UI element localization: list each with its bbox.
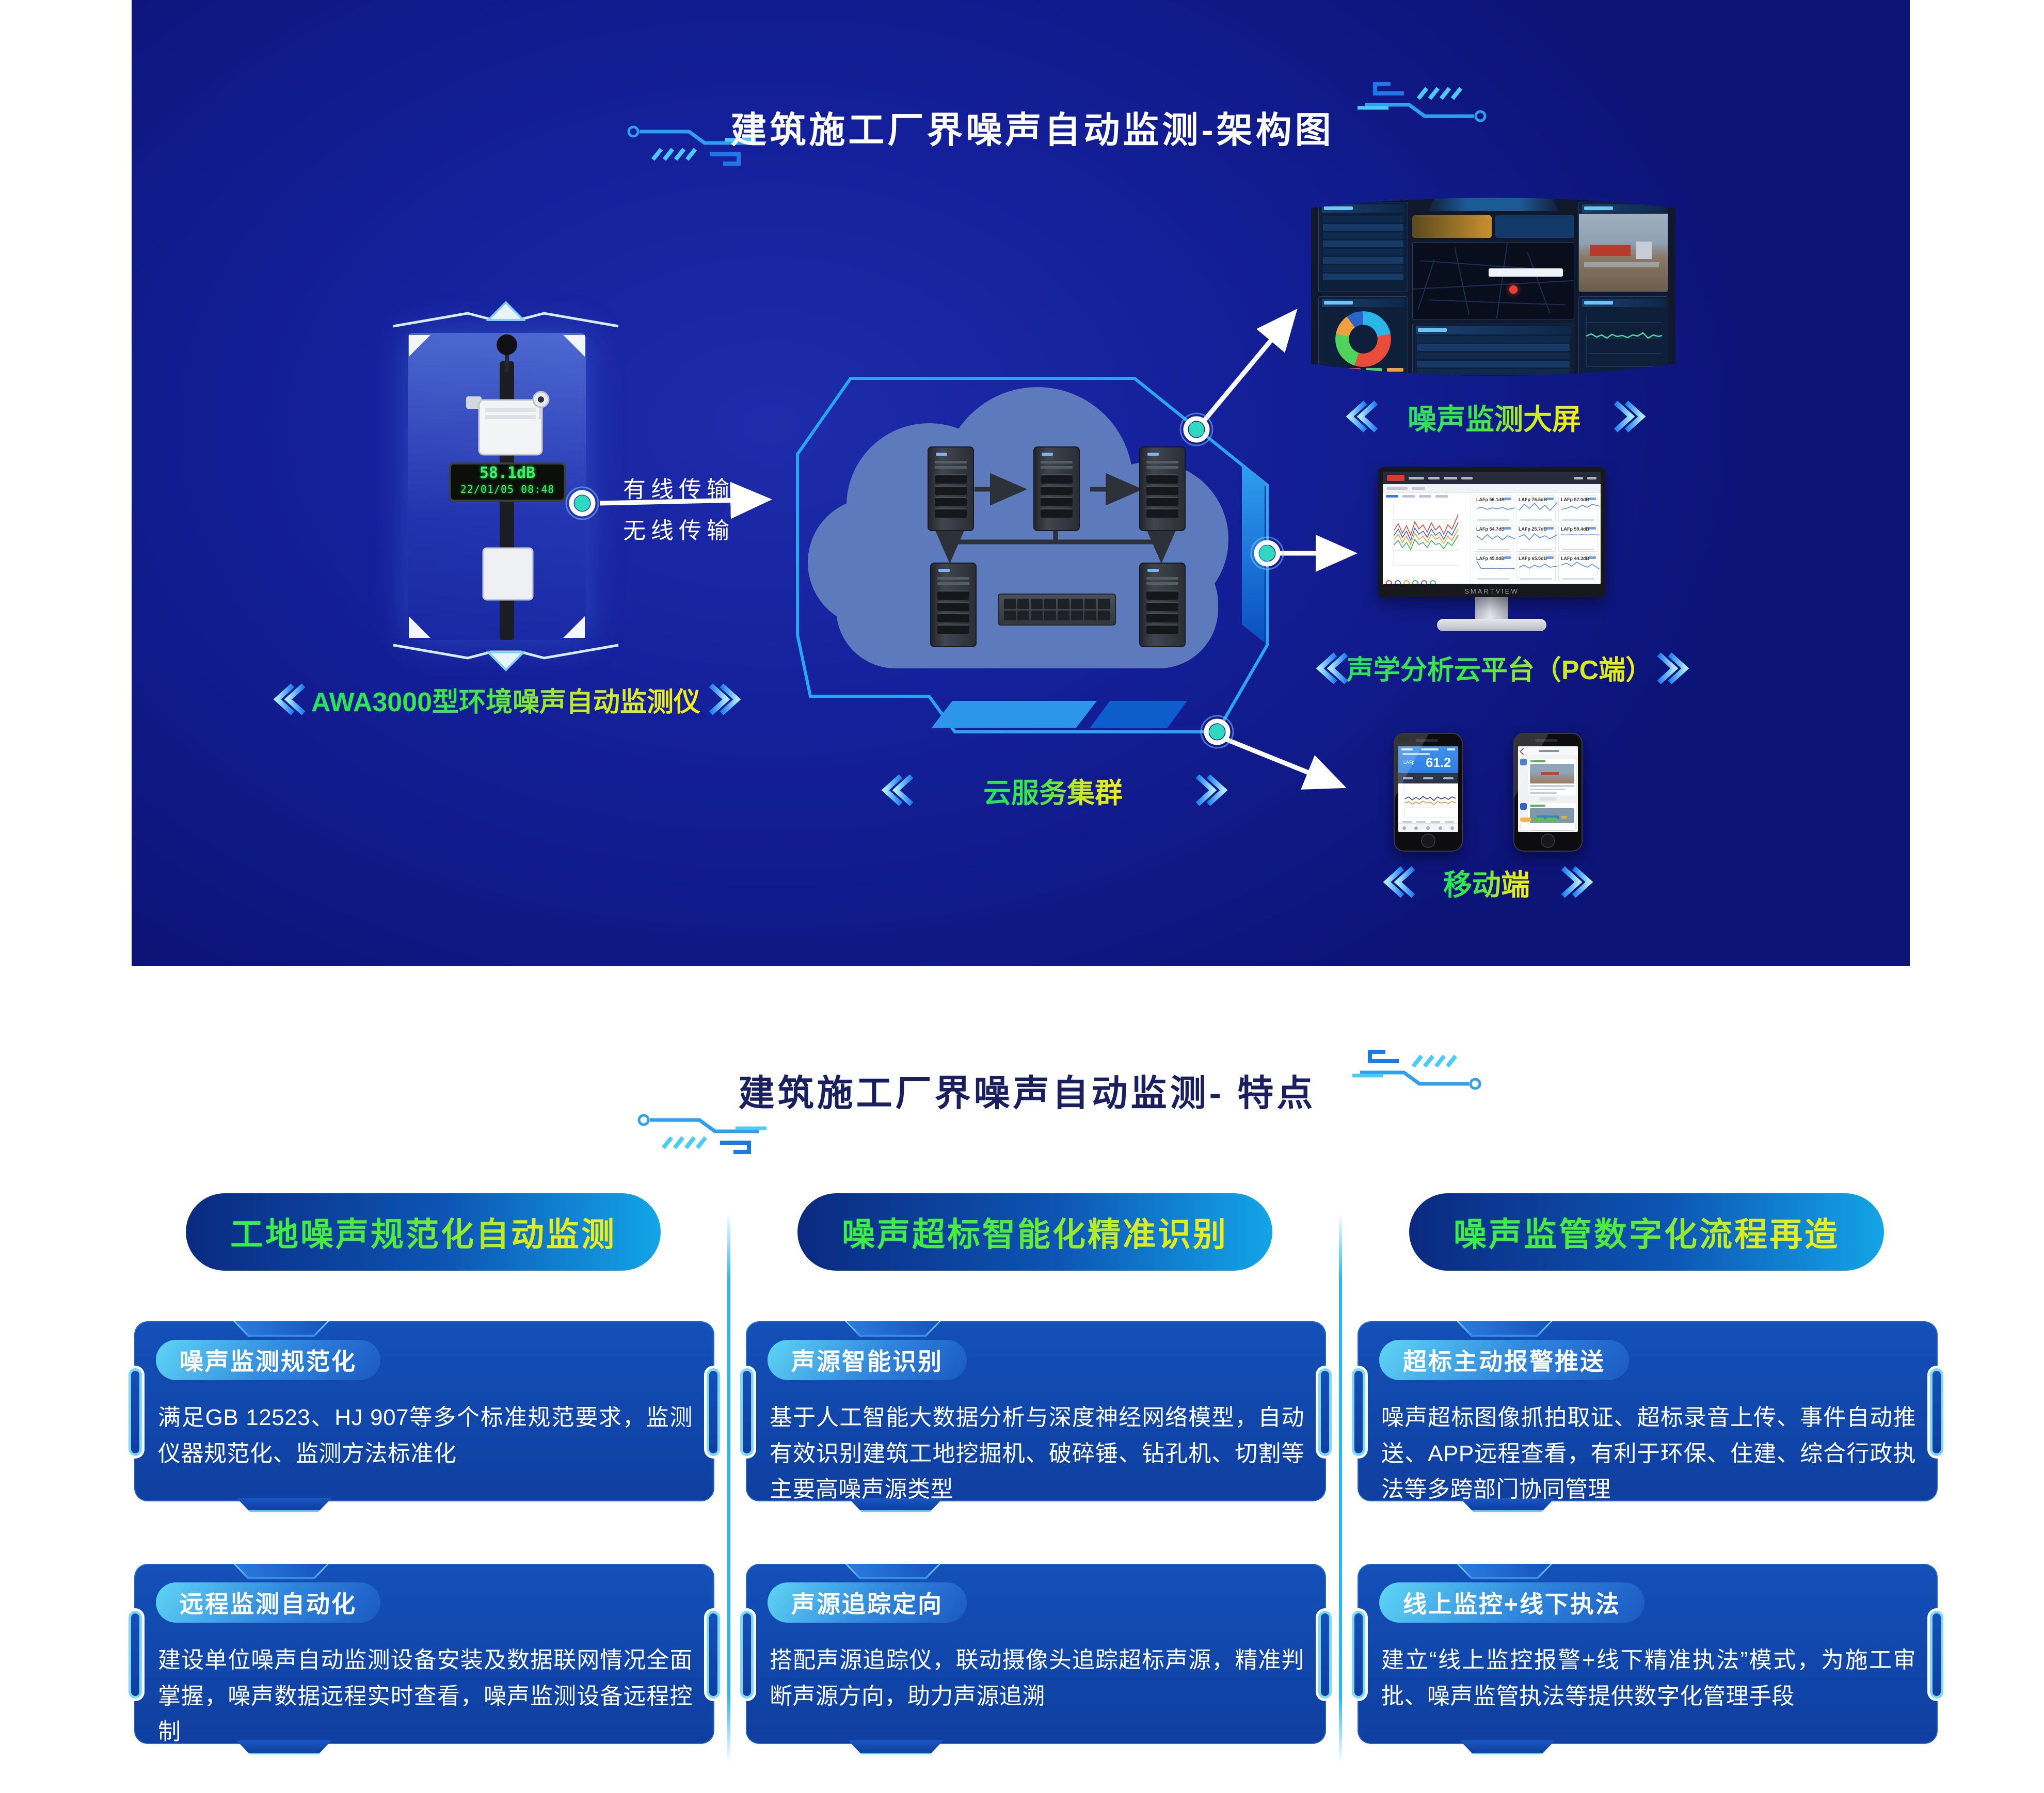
monitor-base <box>1437 619 1546 631</box>
phone-app-screen: LAFp 61.2 <box>1398 746 1458 832</box>
server-tower <box>928 446 974 531</box>
card-tag: 声源智能识别 <box>768 1340 967 1380</box>
phone-app: LAFp 61.2 <box>1394 733 1463 852</box>
device-datetime: 22/01/05 08:48 <box>460 483 555 495</box>
pc-label: 声学分析云平台（PC端） <box>1319 648 1680 687</box>
card-body: 噪声超标图像抓拍取证、超标录音上传、事件自动推送、APP远程查看，有利于环保、住… <box>1381 1405 1916 1502</box>
wired-transmission-label: 有线传输 <box>623 477 734 502</box>
monitor-stand <box>1475 597 1508 620</box>
wireless-transmission-label: 无线传输 <box>623 518 734 543</box>
card-tag: 声源追踪定向 <box>768 1582 967 1623</box>
bigscreen-pie-panel <box>1318 296 1408 375</box>
banner-title: 建筑施工厂界噪声自动监测-架构图 <box>730 110 1334 150</box>
monitoring-bigscreen <box>1311 194 1675 386</box>
device-led-display: 58.1dB 22/01/05 08:48 <box>451 465 564 501</box>
card-tag: 超标主动报警推送 <box>1379 1340 1629 1380</box>
feature-card: 声源智能识别 基于人工智能大数据分析与深度神经网络模型，自动有效识别建筑工地挖掘… <box>738 1321 1334 1512</box>
feature-card: 远程监测自动化 建设单位噪声自动监测设备安装及数据联网情况全面掌握，噪声数据远程… <box>126 1564 723 1754</box>
server-tower <box>1139 446 1186 531</box>
card-tag: 线上监控+线下执法 <box>1379 1582 1644 1623</box>
card-tag: 远程监测自动化 <box>156 1582 380 1623</box>
card-body: 满足GB 12523、HJ 907等多个标准规范要求，监测仪器规范化、监测方法标… <box>158 1405 693 1466</box>
feature-card: 超标主动报警推送 噪声超标图像抓拍取证、超标录音上传、事件自动推送、APP远程查… <box>1349 1321 1946 1512</box>
features-title: 建筑施工厂界噪声自动监测- 特点 <box>738 1073 1316 1113</box>
server-tower <box>1139 563 1186 647</box>
card-tag: 噪声监测规范化 <box>156 1340 380 1380</box>
feature-card: 声源追踪定向 搭配声源追踪仪，联动摄像头追踪超标声源，精准判断声源方向，助力声源… <box>738 1564 1334 1754</box>
card-body: 建设单位噪声自动监测设备安装及数据联网情况全面掌握，噪声数据远程实时查看，噪声监… <box>158 1647 693 1745</box>
phone-db-reading: 61.2 <box>1426 756 1451 770</box>
stat-box-2 <box>1495 215 1574 238</box>
feature-card: 噪声监测规范化 满足GB 12523、HJ 907等多个标准规范要求，监测仪器规… <box>126 1321 723 1512</box>
column-header-1: 工地噪声规范化自动监测 <box>186 1193 661 1271</box>
device-db-value: 58.1dB <box>479 464 536 482</box>
column-divider <box>1339 1213 1342 1763</box>
column-header-3: 噪声监管数字化流程再造 <box>1409 1193 1884 1271</box>
storage-array <box>998 594 1116 626</box>
phone-chat-screen <box>1518 746 1578 832</box>
pc-chart-grid: LAFp 56.1dB LAFp 76.5dB LAFp 57.0dB LAFp… <box>1471 493 1601 584</box>
pc-dashboard: LAFp 56.1dB LAFp 76.5dB LAFp 57.0dB LAFp… <box>1383 472 1601 584</box>
card-body: 搭配声源追踪仪，联动摄像头追踪超标声源，精准判断声源方向，助力声源追溯 <box>770 1647 1304 1709</box>
feature-card: 线上监控+线下执法 建立“线上监控报警+线下精准执法”模式，为施工审批、噪声监管… <box>1349 1564 1946 1754</box>
bigscreen-label: 噪声监测大屏 <box>1339 396 1649 438</box>
monitor-brand: SMARTVIEW <box>1464 587 1519 595</box>
pc-left-chart <box>1383 493 1471 584</box>
phone-chat <box>1513 733 1583 852</box>
bigscreen-video <box>1578 202 1668 292</box>
device-label: AWA3000型环境噪声自动监测仪 <box>248 680 764 719</box>
mobile-label: 移动端 <box>1383 862 1590 904</box>
pie-chart <box>1335 311 1391 367</box>
bigscreen-map <box>1412 242 1574 319</box>
pc-breadcrumb <box>1383 484 1601 493</box>
column-header-2: 噪声超标智能化精准识别 <box>797 1193 1272 1271</box>
pc-navbar <box>1383 472 1601 484</box>
pc-monitor: LAFp 56.1dB LAFp 76.5dB LAFp 57.0dB LAFp… <box>1378 467 1605 597</box>
bigscreen-trend <box>1578 296 1668 375</box>
bigscreen-list-panel <box>1318 202 1408 292</box>
bigscreen-table <box>1412 324 1574 375</box>
card-body: 建立“线上监控报警+线下精准执法”模式，为施工审批、噪声监管执法等提供数字化管理… <box>1381 1647 1916 1709</box>
cloud-label: 云服务集群 <box>924 770 1182 811</box>
server-tower <box>930 563 977 647</box>
app-logo <box>1387 475 1404 481</box>
column-divider <box>727 1213 730 1763</box>
stat-box-1 <box>1412 215 1492 238</box>
card-body: 基于人工智能大数据分析与深度神经网络模型，自动有效识别建筑工地挖掘机、破碎锤、钻… <box>770 1405 1304 1502</box>
server-tower <box>1033 446 1080 531</box>
